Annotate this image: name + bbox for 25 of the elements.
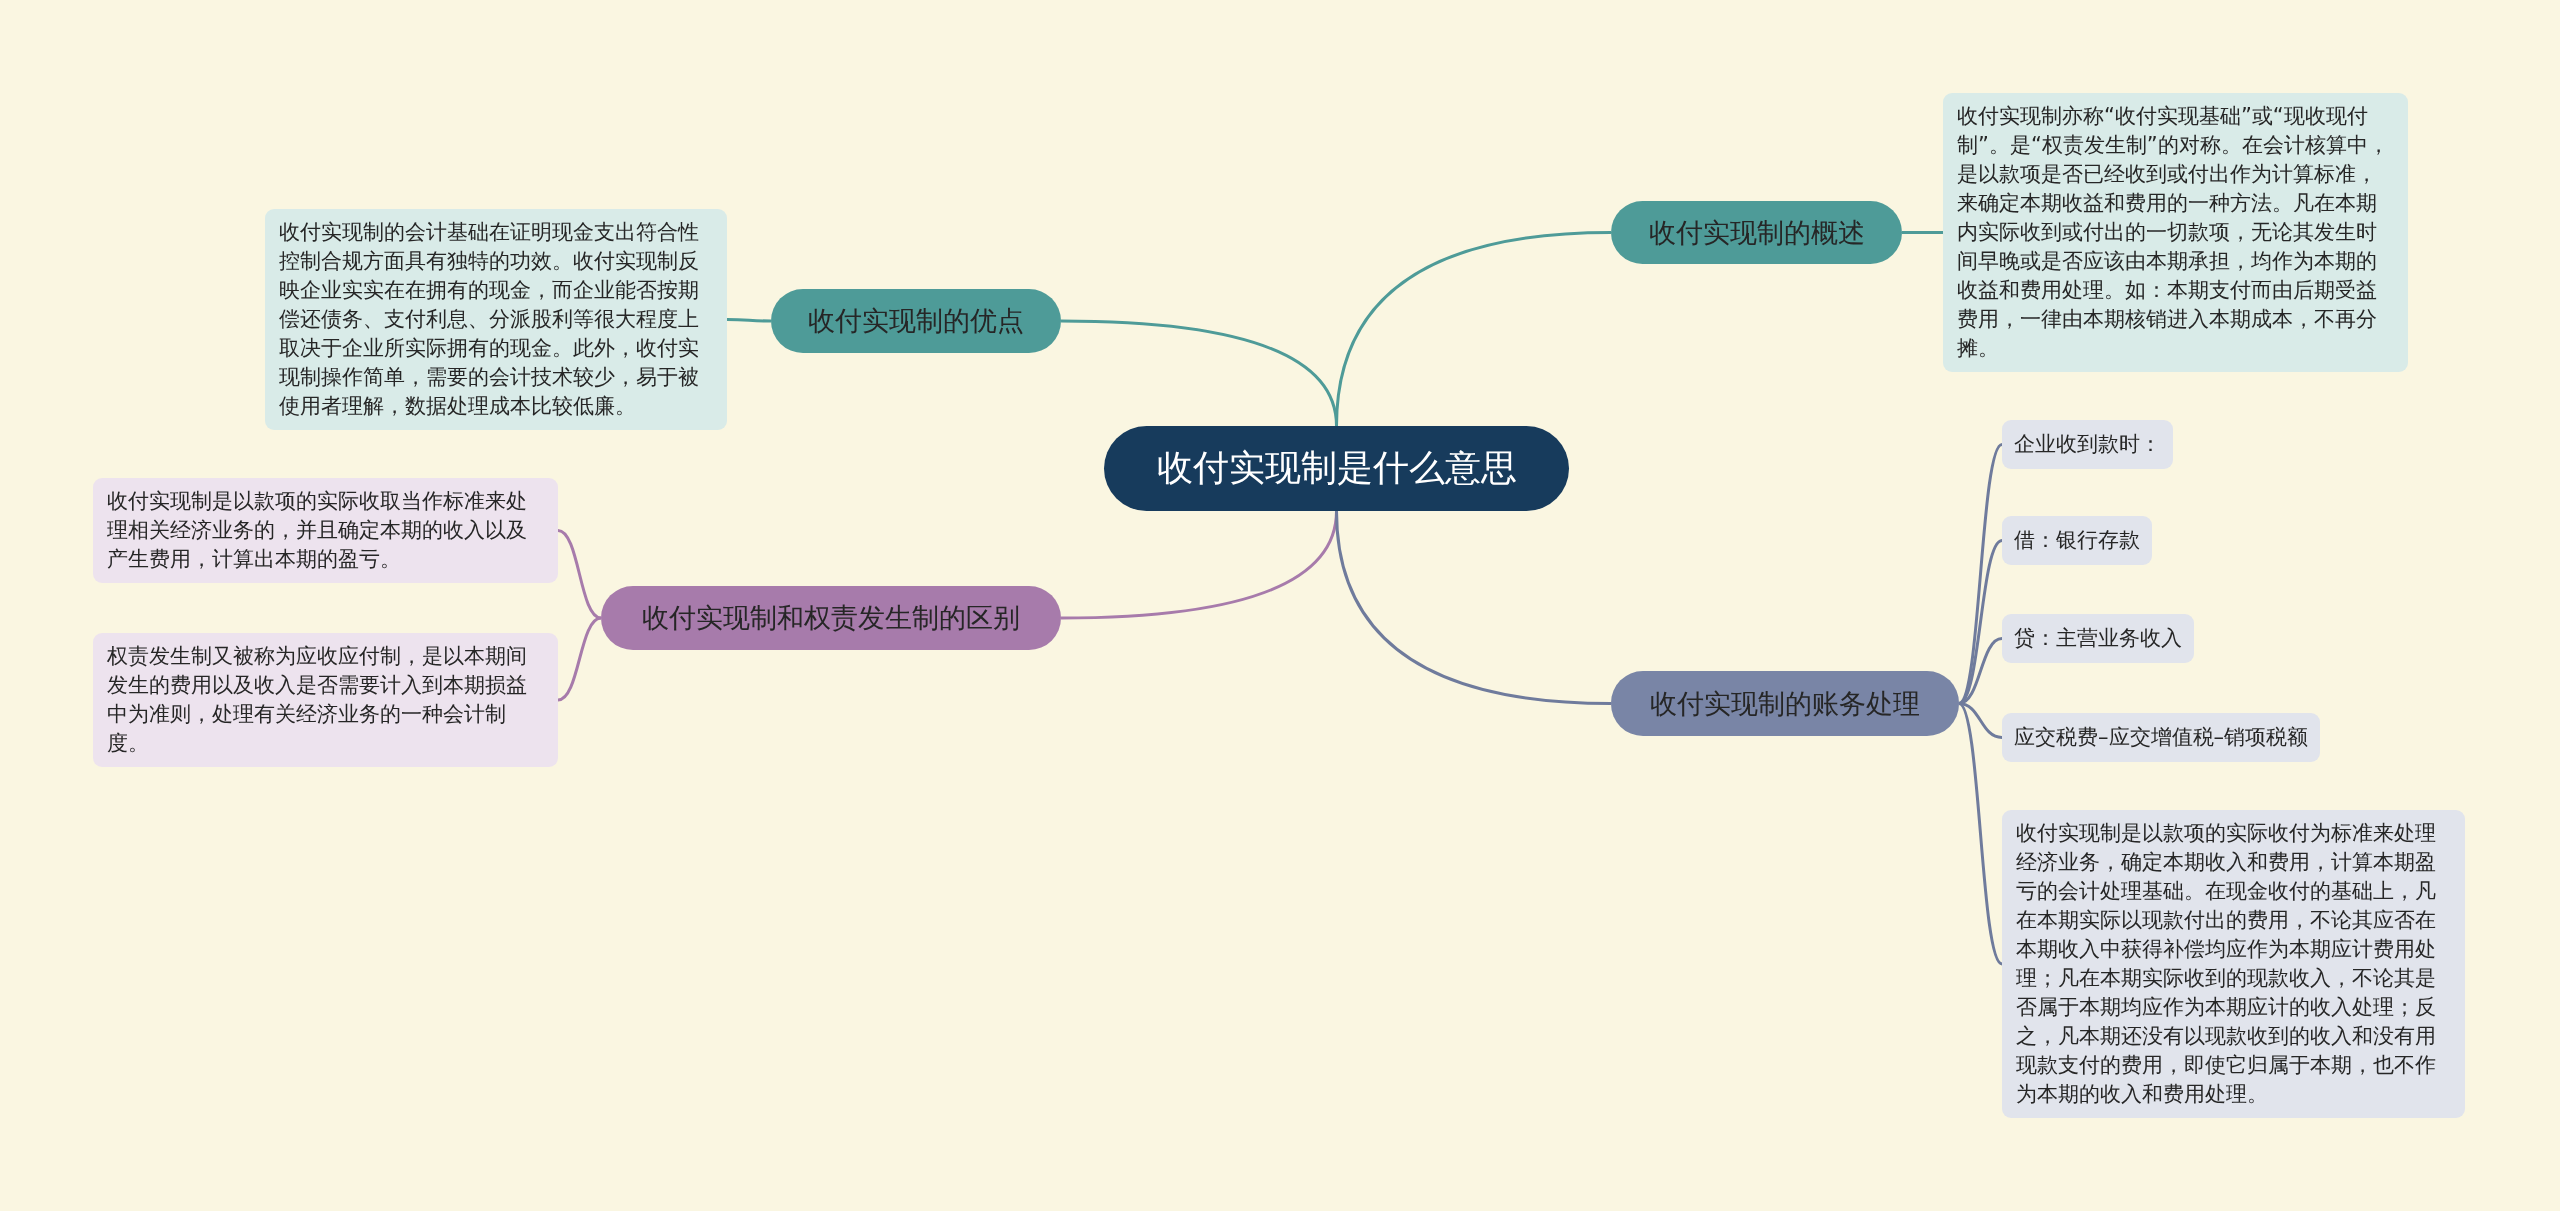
branch-topic: 收付实现制的概述 xyxy=(1611,201,1902,264)
branch-topic: 收付实现制的账务处理 xyxy=(1611,671,1959,736)
leaf-box: 贷：主营业务收入 xyxy=(2002,614,2194,663)
note-box: 权责发生制又被称为应收应付制，是以本期间发生的费用以及收入是否需要计入到本期损益中为准则，处理有关经济业务的一种会计制度。 xyxy=(93,633,558,767)
connector xyxy=(1335,510,1612,705)
connector xyxy=(727,318,771,323)
branch-topic: 收付实现制的优点 xyxy=(771,289,1061,353)
connector xyxy=(1957,443,2004,705)
leaf-box: 应交税费–应交增值税–销项税额 xyxy=(2002,713,2320,762)
connector xyxy=(557,616,602,702)
leaf-box: 企业收到款时： xyxy=(2002,420,2173,469)
connector xyxy=(1958,637,2003,705)
note-box: 收付实现制是以款项的实际收付为标准来处理经济业务，确定本期收入和费用，计算本期盈亏的会计处理基础。在现金收付的基础上，凡在本期实际以现款付出的费用，不论其应否在本期收入中获得补偿均应作为本期应计费用处理；凡在本期实际收到的现款收入，不论其是否属于本期均应作为本期应计的收入处理；反之，凡本期还没有以现款收到的收入和没有用现款支付的费用，即使它归属于本期，也不作为本期的收入和费用处理。 xyxy=(2002,810,2465,1118)
note-box: 收付实现制是以款项的实际收取当作标准来处理相关经济业务的，并且确定本期的收入以及产生费用，计算出本期的盈亏。 xyxy=(93,478,558,583)
connector xyxy=(557,529,602,620)
central-topic: 收付实现制是什么意思 xyxy=(1104,426,1569,511)
connector xyxy=(1060,319,1338,427)
note-box: 收付实现制亦称“收付实现基础”或“现收现付制”。是“权责发生制”的对称。在会计核算中，是以款项是否已经收到或付出作为计算标准，来确定本期收益和费用的一种方法。凡在本期内实际收到或付出的一切款项，无论其发生时间早晚或是否应该由本期承担，均作为本期的收益和费用处理。如：本期支付而由后期受益费用，一律由本期核销进入本期成本，不再分摊。 xyxy=(1943,93,2408,372)
connector xyxy=(1902,231,1943,234)
branch-topic: 收付实现制和权责发生制的区别 xyxy=(601,586,1061,650)
connector xyxy=(1958,539,2003,705)
connector xyxy=(1957,702,2004,966)
leaf-box: 借：银行存款 xyxy=(2002,516,2152,565)
connector xyxy=(1958,702,2003,739)
note-box: 收付实现制的会计基础在证明现金支出符合性控制合规方面具有独特的功效。收付实现制反映企业实实在在拥有的现金，而企业能否按期偿还债务、支付利息、分派股利等很大程度上取决于企业所实际拥有的现金。此外，收付实现制操作简单，需要的会计技术较少，易于被使用者理解，数据处理成本比较低廉。 xyxy=(265,209,727,430)
